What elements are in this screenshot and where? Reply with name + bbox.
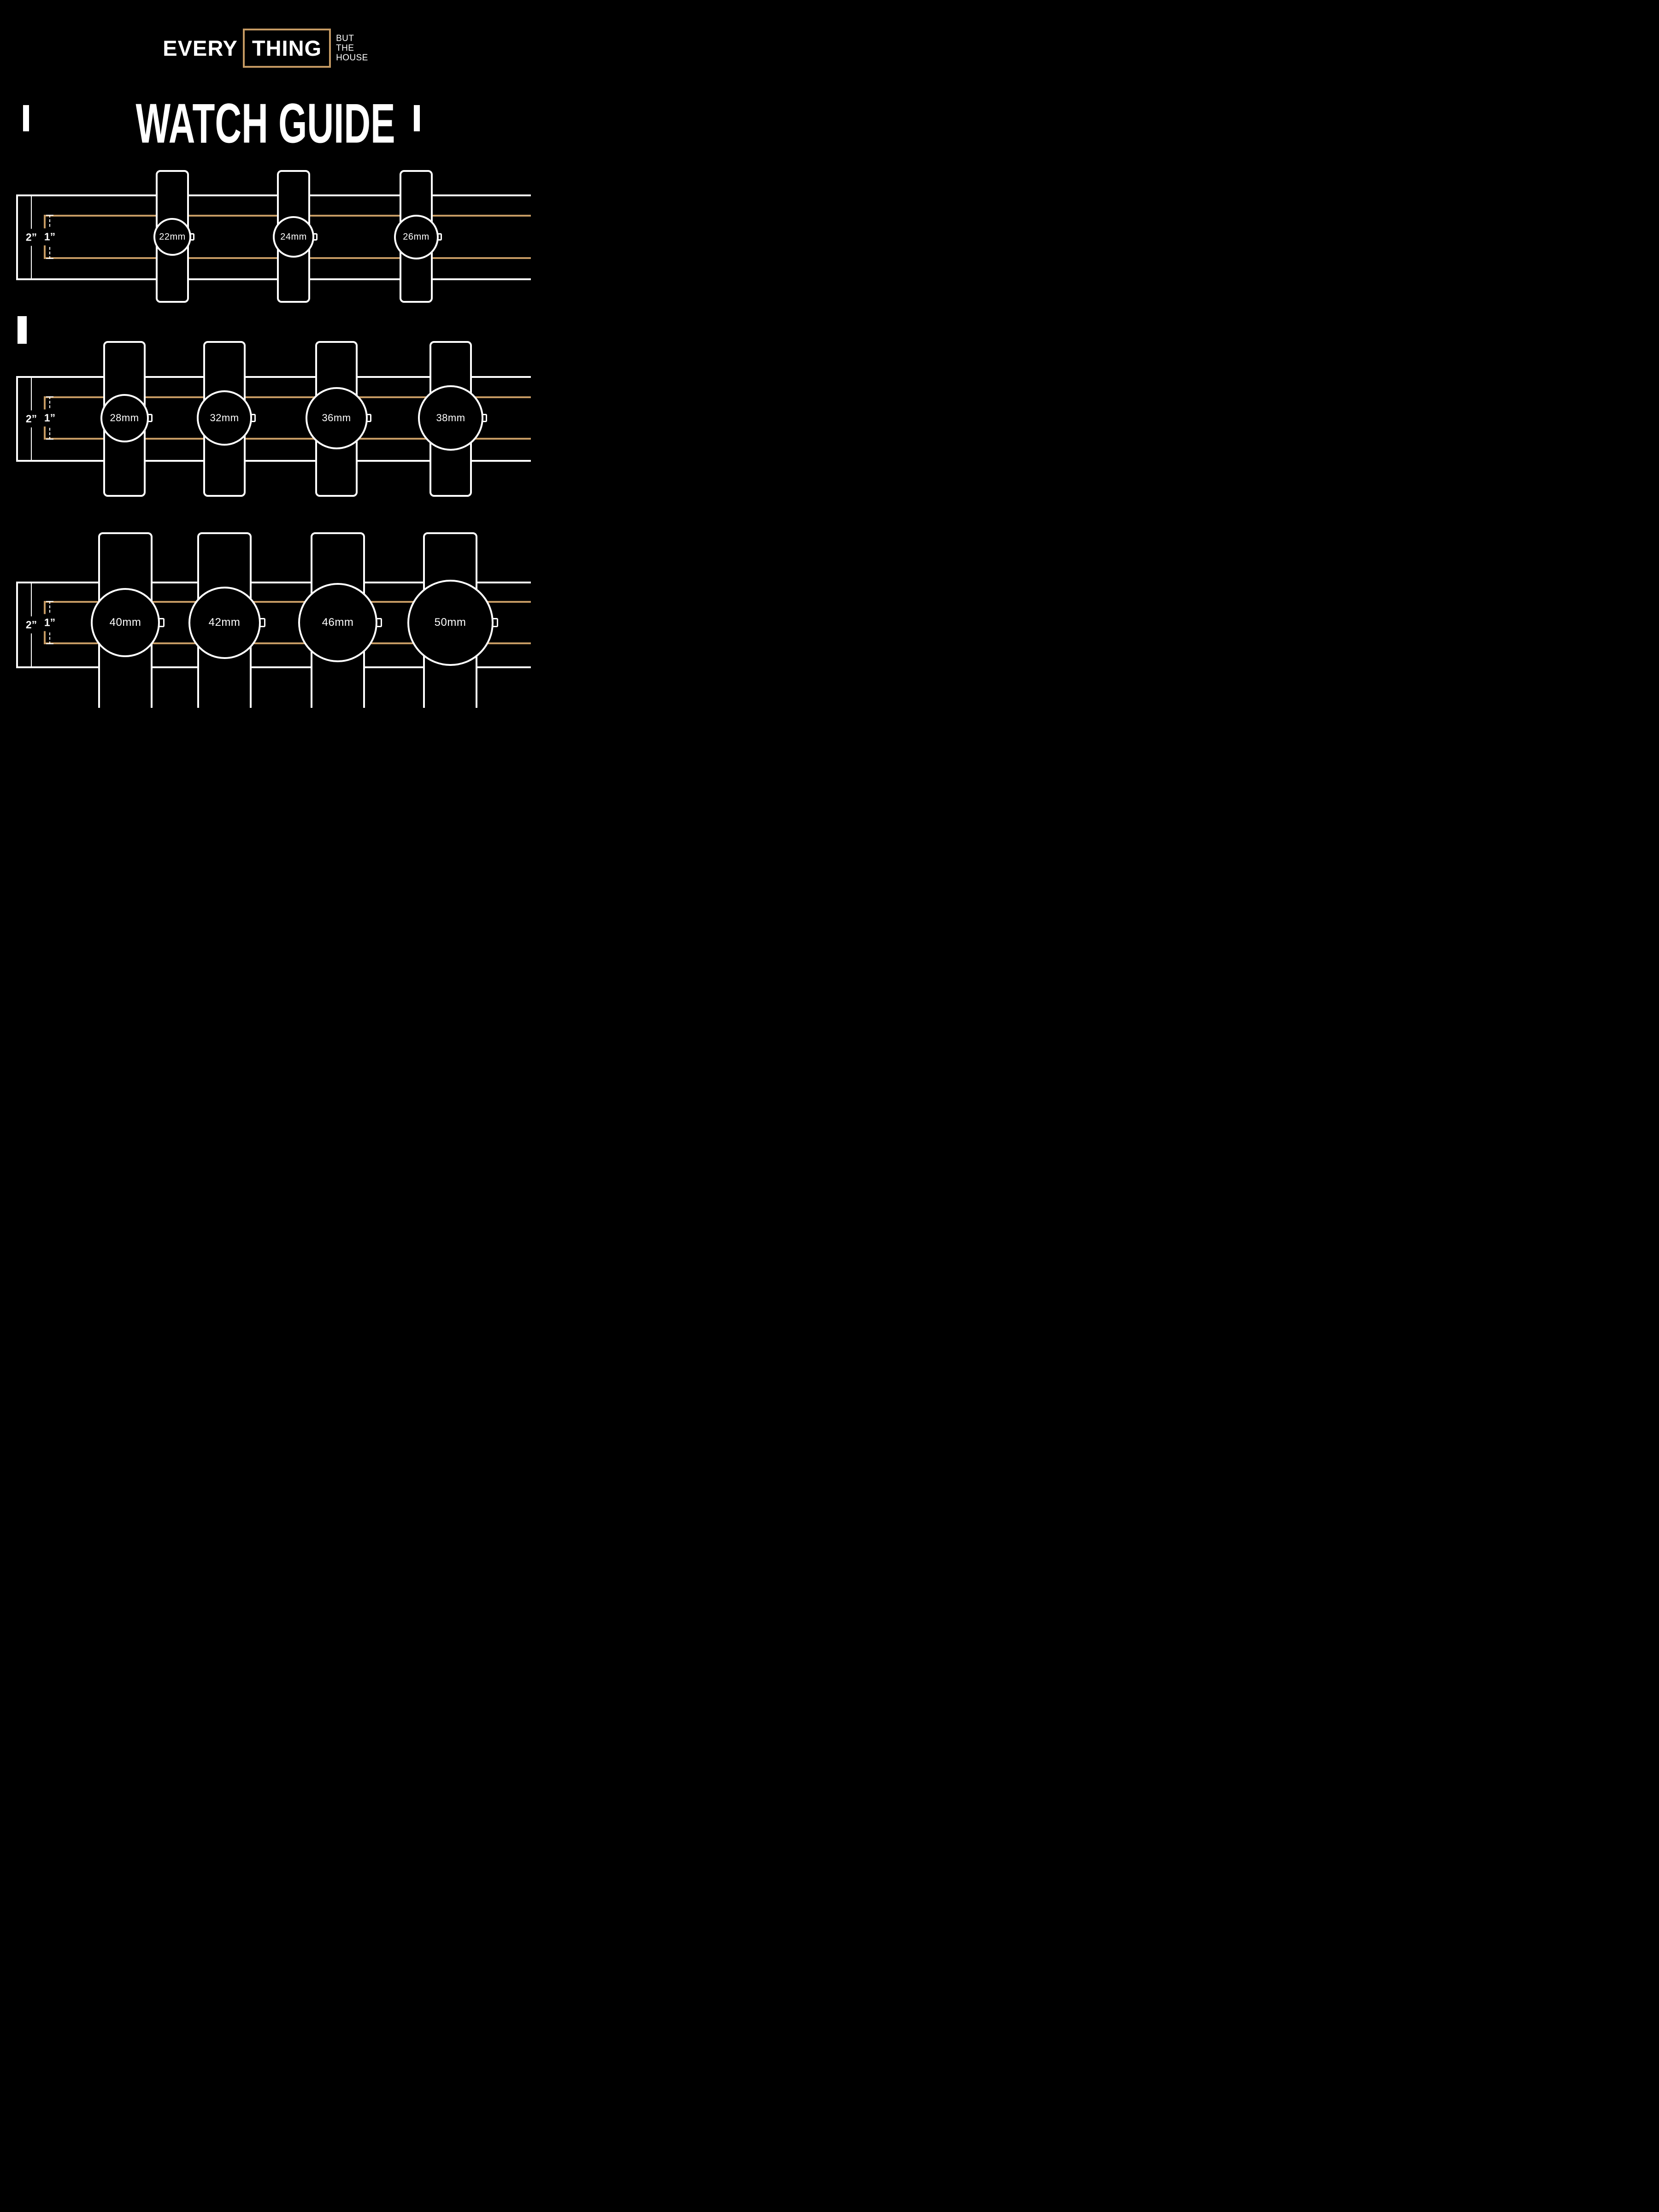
logo-tagline-the: THE bbox=[336, 43, 354, 53]
dimension-2inch: 2” bbox=[24, 376, 39, 462]
dimension-cap bbox=[46, 643, 53, 644]
logo-tagline: BUT THE HOUSE bbox=[336, 34, 368, 63]
watch-size-label: 26mm bbox=[403, 231, 429, 242]
watch-case: 38mm bbox=[418, 385, 483, 451]
dimension-cap bbox=[28, 279, 35, 280]
watch-case: 50mm bbox=[407, 579, 494, 666]
dimension-1inch: 1” bbox=[42, 601, 57, 644]
dimension-label-2inch: 2” bbox=[24, 229, 39, 246]
watch-size-label: 36mm bbox=[322, 412, 351, 424]
decor-bar-row2-left bbox=[18, 316, 27, 344]
dimension-cap bbox=[28, 461, 35, 462]
watch-size-label: 24mm bbox=[280, 231, 307, 242]
watch-size-label: 50mm bbox=[434, 616, 466, 629]
dimension-label-1inch: 1” bbox=[42, 409, 57, 427]
logo-tagline-but: BUT bbox=[336, 34, 354, 43]
watch-size-label: 40mm bbox=[109, 616, 141, 629]
watch-case: 40mm bbox=[91, 588, 160, 657]
dimension-cap bbox=[46, 258, 53, 259]
band-2inch bbox=[16, 376, 531, 462]
dimension-label-2inch: 2” bbox=[24, 616, 39, 634]
decor-bar-title-right bbox=[414, 105, 420, 131]
watch-guide-infographic: EVERY THING BUT THE HOUSE WATCH GUIDE 2”… bbox=[0, 0, 531, 708]
watch-size-label: 38mm bbox=[436, 412, 465, 424]
dimension-label-2inch: 2” bbox=[24, 410, 39, 428]
watch-size-label: 22mm bbox=[159, 231, 186, 242]
decor-bar-title-left bbox=[23, 105, 29, 131]
watch-size-label: 46mm bbox=[322, 616, 354, 629]
page-title: WATCH GUIDE bbox=[135, 92, 395, 155]
watch-case: 26mm bbox=[394, 214, 439, 259]
watch-size-label: 28mm bbox=[110, 412, 139, 424]
band-2inch bbox=[16, 582, 531, 668]
brand-logo: EVERY THING BUT THE HOUSE bbox=[0, 29, 531, 68]
dimension-label-1inch: 1” bbox=[42, 228, 57, 246]
dimension-2inch: 2” bbox=[24, 582, 39, 668]
watch-case: 24mm bbox=[273, 216, 314, 258]
logo-word-thing-boxed: THING bbox=[242, 29, 331, 68]
dimension-cap bbox=[28, 667, 35, 668]
watch-size-label: 42mm bbox=[208, 616, 241, 629]
watch-case: 28mm bbox=[100, 394, 149, 442]
band-2inch bbox=[16, 194, 531, 280]
watch-case: 42mm bbox=[188, 586, 261, 659]
logo-word-every: EVERY bbox=[163, 36, 238, 60]
watch-case: 32mm bbox=[197, 390, 252, 446]
dimension-cap bbox=[46, 439, 53, 440]
watch-case: 46mm bbox=[298, 583, 377, 662]
watch-case: 36mm bbox=[305, 387, 368, 449]
dimension-1inch: 1” bbox=[42, 396, 57, 440]
dimension-1inch: 1” bbox=[42, 215, 57, 259]
dimension-2inch: 2” bbox=[24, 194, 39, 280]
watch-case: 22mm bbox=[153, 218, 191, 256]
logo-tagline-house: HOUSE bbox=[336, 53, 368, 63]
dimension-label-1inch: 1” bbox=[42, 614, 57, 631]
watch-size-label: 32mm bbox=[210, 412, 239, 424]
